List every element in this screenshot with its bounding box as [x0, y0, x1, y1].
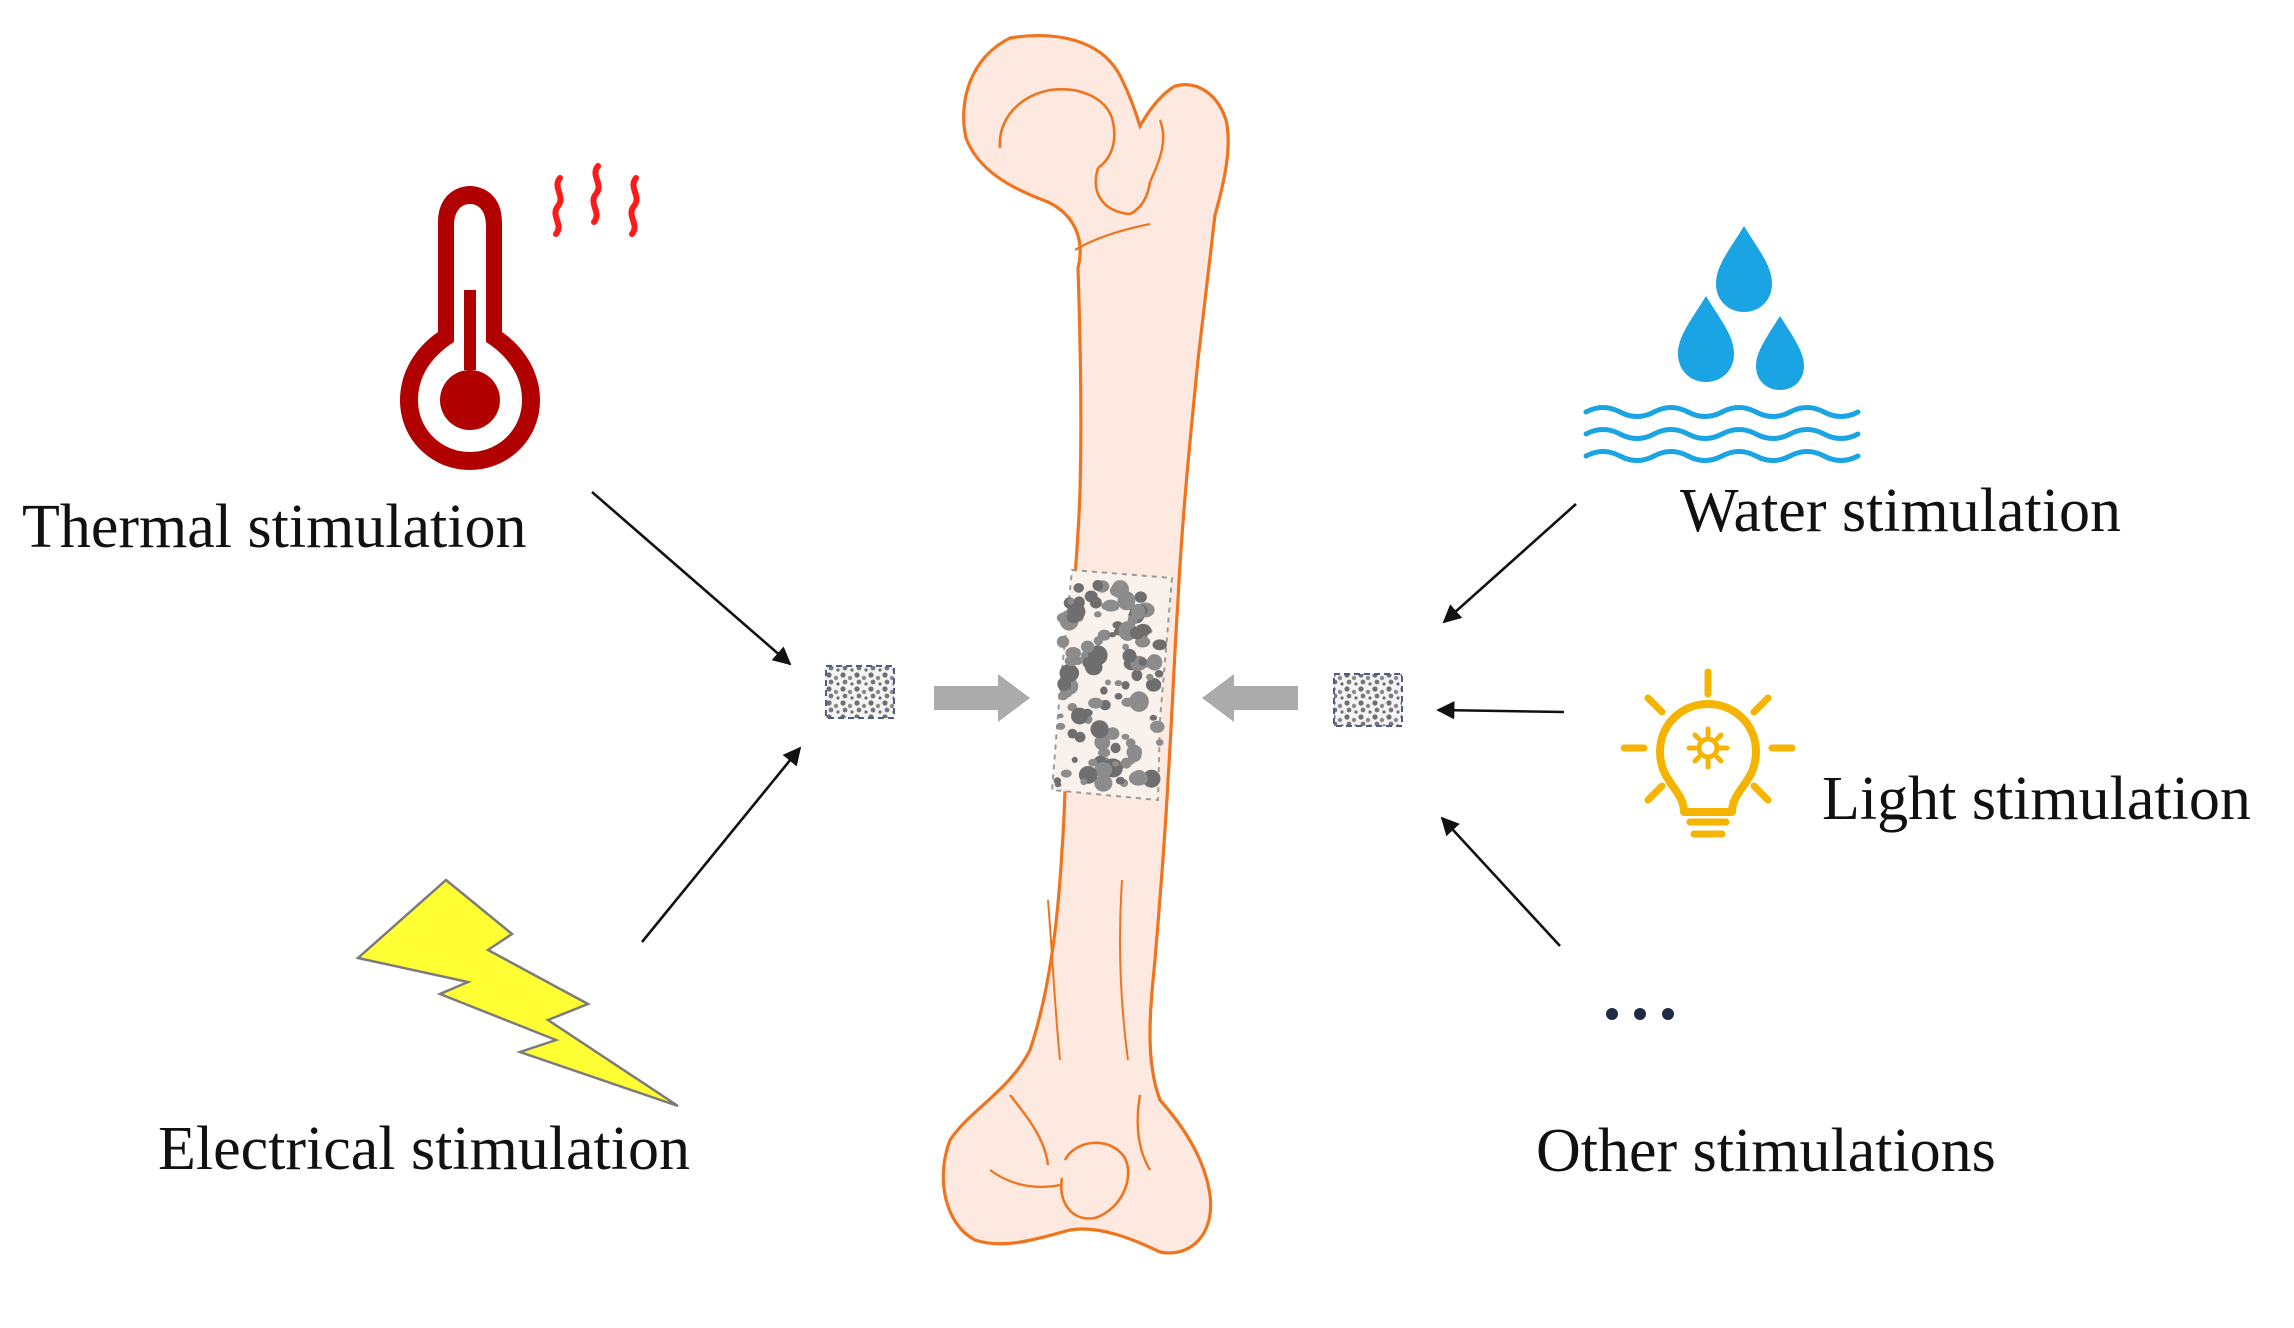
- defect-particle: [1100, 686, 1108, 695]
- defect-particle: [1067, 602, 1086, 621]
- thermometer-icon: [400, 186, 540, 470]
- defect-particle: [1060, 769, 1072, 778]
- gray-arrow-right: [934, 674, 1030, 722]
- heat-waves-icon: [552, 163, 640, 237]
- defect-particle: [1093, 636, 1103, 646]
- ellipsis-icon: [1606, 1008, 1674, 1020]
- defect-particle: [1131, 669, 1143, 682]
- defect-particle: [1055, 722, 1066, 730]
- defect-particle: [1094, 762, 1113, 778]
- defect-particle: [1084, 590, 1098, 603]
- lightning-bolt-icon: [355, 878, 679, 1108]
- defect-particle: [1121, 733, 1130, 740]
- defect-particle: [1146, 654, 1163, 671]
- defect-particle: [1059, 688, 1073, 698]
- defect-particle: [1109, 585, 1123, 597]
- water-drops-icon: [1583, 226, 1861, 463]
- defect-particle: [1065, 647, 1081, 659]
- defect-particle: [1134, 591, 1147, 603]
- defect-particle: [1129, 691, 1149, 712]
- defect-particle: [1057, 677, 1072, 691]
- defect-particle: [1080, 778, 1088, 786]
- defect-particle: [1127, 614, 1138, 626]
- defect-particle: [1094, 734, 1111, 751]
- arrow-other: [1440, 816, 1561, 947]
- defect-particle: [1094, 774, 1113, 792]
- defect-particle: [1149, 714, 1158, 721]
- scaffold-block-icon: [825, 665, 895, 719]
- defect-particle: [1142, 769, 1161, 788]
- defect-particle: [1150, 720, 1165, 733]
- defect-particle: [1105, 679, 1111, 686]
- defect-particle: [1155, 739, 1164, 746]
- gray-arrow-left: [1202, 674, 1298, 722]
- defect-particle: [1112, 761, 1120, 767]
- defect-particle: [1122, 648, 1137, 663]
- defect-particle: [1092, 580, 1103, 591]
- defect-particle: [1114, 680, 1123, 687]
- arrow-electrical: [640, 746, 802, 943]
- defect-particle: [1114, 693, 1123, 700]
- defect-particle: [1122, 643, 1129, 651]
- arrow-light: [1436, 701, 1565, 720]
- defect-particle: [1088, 697, 1103, 709]
- defect-particle: [1094, 611, 1102, 618]
- defect-particle: [1098, 747, 1111, 758]
- electrical-stimulation-label: Electrical stimulation: [158, 1115, 690, 1183]
- bone-defect-icon: [1050, 568, 1174, 802]
- defect-particle: [1080, 640, 1095, 653]
- arrow-water: [1442, 503, 1577, 624]
- light-stimulation-label: Light stimulation: [1822, 765, 2251, 833]
- defect-particle: [1138, 657, 1148, 666]
- defect-particle: [1115, 776, 1126, 785]
- arrow-thermal: [591, 491, 792, 666]
- defect-particle: [1056, 635, 1070, 648]
- defect-particle: [1071, 707, 1088, 725]
- defect-particle: [1106, 727, 1120, 740]
- defect-particle: [1154, 670, 1164, 678]
- defect-particle: [1126, 744, 1143, 760]
- thermal-stimulation-label: Thermal stimulation: [22, 493, 527, 561]
- defect-particle: [1082, 657, 1093, 669]
- defect-particle: [1088, 758, 1098, 767]
- defect-particle: [1146, 673, 1154, 681]
- defect-particle: [1110, 742, 1121, 754]
- other-stimulations-label: Other stimulations: [1536, 1117, 1996, 1185]
- defect-particle: [1117, 591, 1136, 611]
- water-stimulation-label: Water stimulation: [1680, 477, 2121, 545]
- defect-particle: [1090, 720, 1109, 739]
- defect-particle: [1102, 599, 1120, 612]
- defect-particle: [1057, 713, 1064, 719]
- defect-particle: [1120, 757, 1132, 769]
- defect-particle: [1073, 583, 1084, 593]
- defect-particle: [1145, 678, 1162, 692]
- defect-particle: [1152, 639, 1167, 651]
- defect-particle: [1071, 756, 1078, 764]
- defect-particle: [1121, 681, 1130, 690]
- defect-particle: [1109, 632, 1117, 638]
- defect-particle: [1129, 626, 1145, 640]
- defect-particle: [1074, 731, 1086, 743]
- defect-particle: [1053, 777, 1062, 785]
- light-bulb-icon: [1620, 668, 1796, 838]
- defect-particle: [1128, 770, 1148, 786]
- scaffold-block-icon: [1333, 673, 1403, 727]
